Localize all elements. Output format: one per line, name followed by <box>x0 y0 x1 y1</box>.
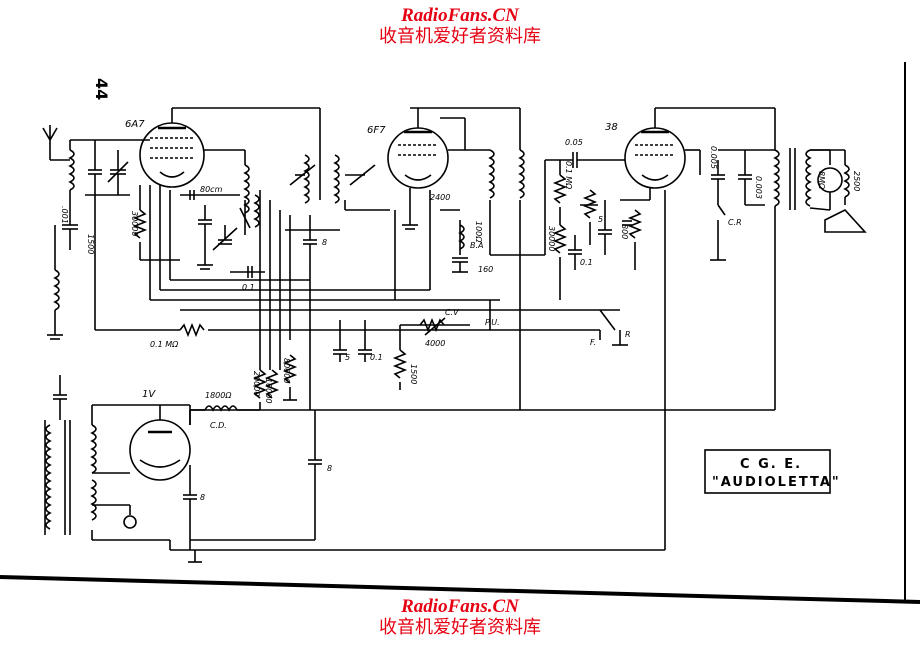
label-r-01m: 0.1 MΩ <box>150 340 179 349</box>
tube-38-label: 38 <box>605 122 618 133</box>
label-c-5b: 5 <box>345 353 350 362</box>
label-c-005: 0.05 <box>565 138 583 147</box>
label-c-0005: 0.005 <box>709 146 718 169</box>
label-r-8m: 8MΩ <box>817 171 826 190</box>
tube-1v-label: 1V <box>142 389 156 400</box>
label-c-80cm: 80cm <box>200 185 223 194</box>
label-c-01a: 0.1 <box>242 283 255 292</box>
label-c-160: 160 <box>478 265 493 274</box>
site-subtitle-bottom: 收音机爱好者资料库 <box>379 617 541 638</box>
label-r-01mn: 0.1 MΩ <box>564 161 573 190</box>
label-cd-value: 1800Ω <box>205 391 232 400</box>
label-r-10000: 10000 <box>264 378 273 403</box>
site-subtitle: 收音机爱好者资料库 <box>379 26 541 47</box>
label-cd: C.D. <box>210 421 227 430</box>
site-name: RadioFans.CN <box>401 5 519 26</box>
label-r-30000b: 30000 <box>547 226 556 251</box>
label-r-100a: 100Ω <box>474 221 483 243</box>
label-r-20000: 20000 <box>252 371 261 396</box>
label-c-0003: 0.003 <box>754 176 763 199</box>
label-cv: C.V <box>445 308 459 317</box>
page-number: 44 <box>92 78 111 100</box>
label-f: F. <box>590 338 596 347</box>
label-r-switch: R <box>625 330 631 339</box>
label-c-8c: 8 <box>327 464 332 473</box>
label-r-4000: 4000 <box>425 339 445 348</box>
label-r-1500b: 1500 <box>409 364 418 384</box>
label-r-80000: 80000 <box>282 358 291 383</box>
label-c-ba: B.A <box>470 241 484 250</box>
title-box-line1: C G. E. <box>740 457 802 472</box>
bottom-watermark-banner: RadioFans.CN 收音机爱好者资料库 <box>0 597 920 639</box>
label-c-8a: 8 <box>322 238 327 247</box>
label-c-5: 5 <box>598 215 603 224</box>
label-c-01c: 0.1 <box>370 353 383 362</box>
label-pu: P.U. <box>485 318 500 327</box>
tube-6f7-label: 6F7 <box>367 125 386 136</box>
label-r-30000a: 30000 <box>130 211 139 236</box>
label-r-2400: 2400 <box>430 193 450 202</box>
tube-6a7-label: 6A7 <box>125 119 145 130</box>
label-r-250: 2500 <box>852 171 861 191</box>
label-c-8b: 8 <box>200 493 205 502</box>
label-r-800: 800 <box>620 224 629 239</box>
label-r-1500a: 1500 <box>86 234 95 254</box>
site-name-bottom: RadioFans.CN <box>401 596 519 617</box>
title-box-line2: "AUDIOLETTA" <box>712 475 841 490</box>
label-c-cr: C.R <box>728 218 742 227</box>
label-c-001: .001 <box>60 206 69 224</box>
label-c-01b: 0.1 <box>580 258 593 267</box>
top-watermark-banner: RadioFans.CN 收音机爱好者资料库 <box>0 6 920 48</box>
